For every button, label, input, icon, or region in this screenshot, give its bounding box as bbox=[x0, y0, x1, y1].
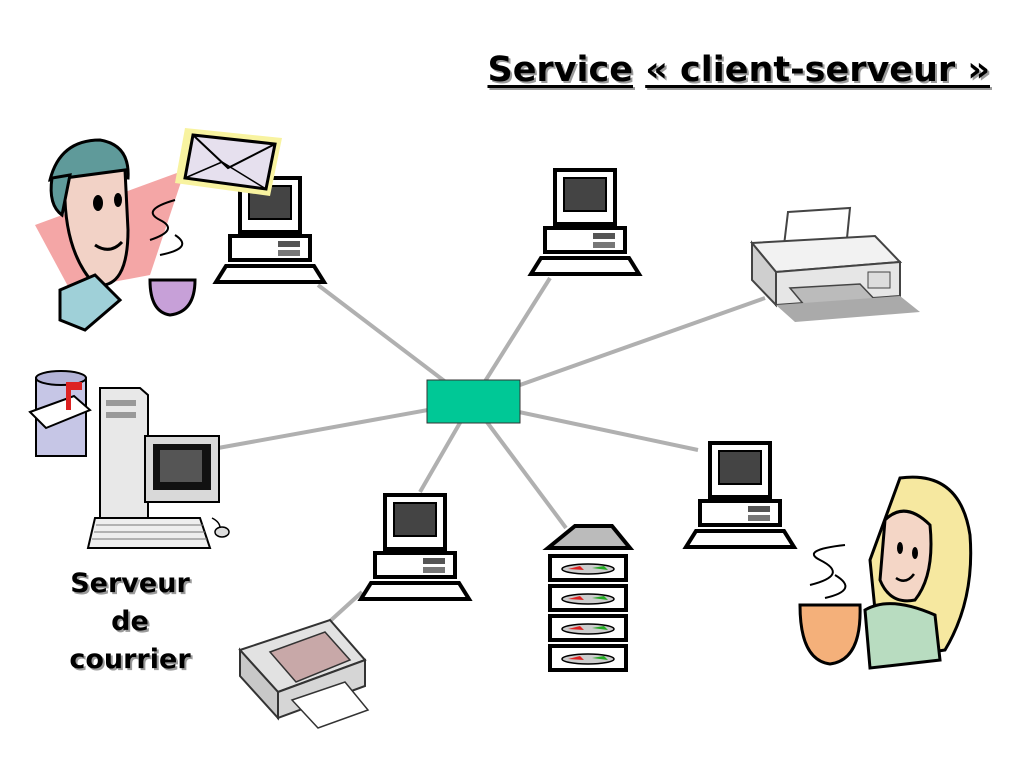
network-links bbox=[217, 276, 766, 634]
woman-with-mug-icon bbox=[798, 475, 973, 670]
storage-server-icon bbox=[542, 524, 635, 672]
mail-server-label: Serveur de courrier bbox=[60, 565, 200, 679]
man-with-mug-icon bbox=[35, 138, 197, 332]
laser-printer-icon bbox=[749, 206, 920, 322]
workstation-icon bbox=[529, 168, 641, 276]
link-printer bbox=[471, 296, 766, 404]
network-hub bbox=[426, 379, 521, 424]
title-word-service: Service bbox=[487, 50, 633, 90]
mail-server-icon bbox=[28, 370, 230, 549]
title-word-client-serveur: « client-serveur » bbox=[645, 50, 990, 90]
mail-server-label-line: Serveur bbox=[70, 568, 190, 599]
envelope-icon bbox=[175, 128, 282, 196]
mail-server-label-line: de bbox=[111, 606, 149, 637]
mail-server-label-line: courrier bbox=[69, 644, 191, 675]
workstation-icon bbox=[684, 441, 796, 549]
page-title: Service « client-serveur » bbox=[487, 50, 990, 90]
inkjet-printer-icon bbox=[238, 618, 370, 729]
workstation-icon bbox=[359, 493, 471, 601]
